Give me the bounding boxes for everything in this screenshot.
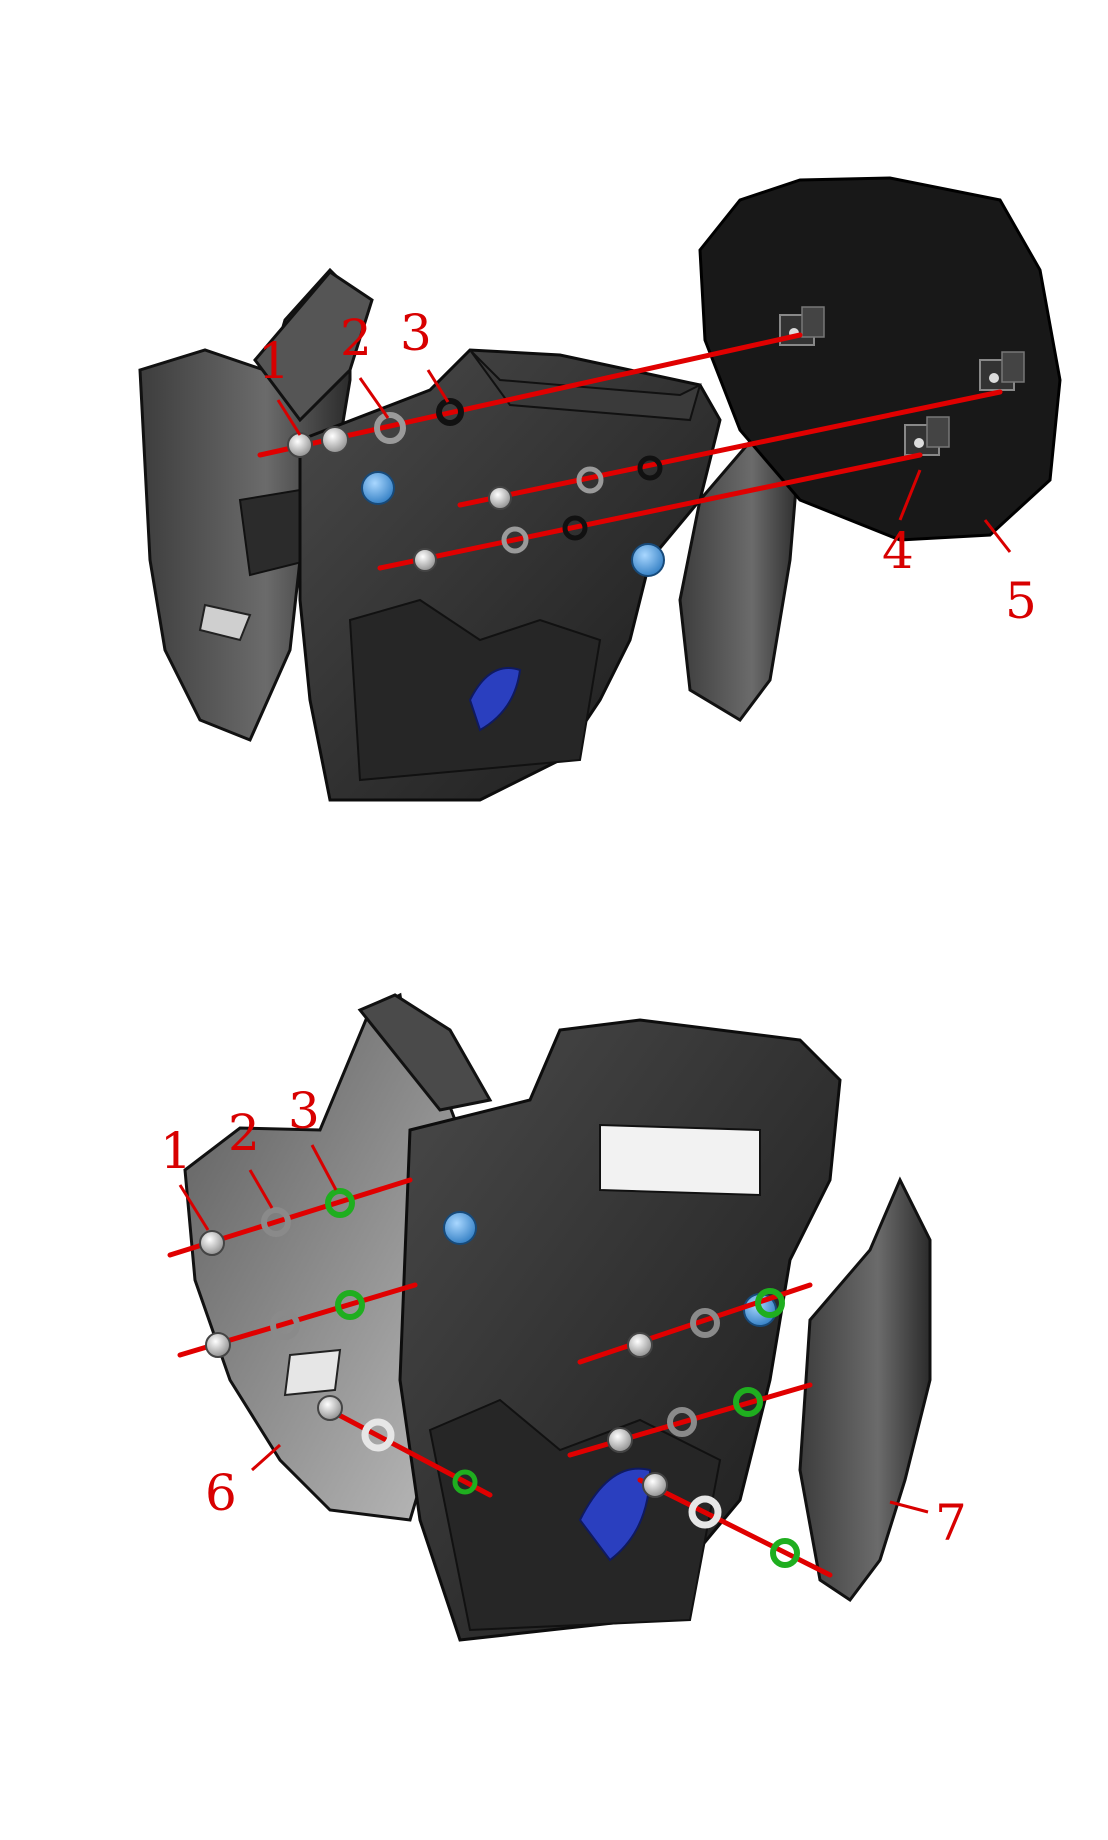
blue-cable	[468, 667, 522, 732]
bolt-icon	[199, 1230, 225, 1256]
bolt-icon	[321, 426, 349, 454]
frame-inner-channel-lower	[428, 1398, 722, 1632]
washer-icon	[667, 1407, 697, 1437]
washer-icon	[335, 1290, 365, 1320]
left-fairing-tab	[198, 603, 252, 642]
washer-icon	[733, 1387, 763, 1417]
bolt-icon	[413, 548, 437, 572]
right-fairing-shell-lower	[798, 1176, 932, 1603]
callout-7: 7	[935, 1494, 967, 1552]
washer-icon	[436, 398, 464, 426]
callout-2: 2	[228, 1104, 260, 1162]
washer-icon	[755, 1288, 785, 1318]
callout-3: 3	[288, 1082, 320, 1140]
bolt-icon	[317, 1395, 343, 1421]
washer-icon	[562, 515, 588, 541]
washer-icon	[374, 412, 406, 444]
guide-lines-top	[257, 332, 1003, 571]
washer-icon	[325, 1188, 355, 1218]
washer-icon	[261, 1207, 291, 1237]
left-fairing-fin	[253, 270, 374, 423]
bolt-icon	[287, 432, 313, 458]
bottom-panel: 1 2 3 6 7	[160, 992, 967, 1642]
knob-icon	[361, 471, 395, 505]
callouts-bottom: 1 2 3 6 7	[160, 1082, 967, 1552]
callout-4: 4	[882, 522, 914, 580]
washer-icon	[270, 1310, 300, 1340]
bolt-icon	[488, 486, 512, 510]
clip-nut-icon	[979, 351, 1025, 391]
washer-icon	[688, 1495, 722, 1529]
frame-top-handle	[469, 349, 702, 422]
washer-icon	[637, 455, 663, 481]
callout-3: 3	[400, 304, 432, 362]
callout-2: 2	[340, 309, 372, 367]
left-fairing-clip-lower	[283, 1348, 342, 1397]
washer-icon	[501, 526, 529, 554]
cover-panel	[698, 176, 1062, 542]
knob-icon	[631, 543, 665, 577]
washer-icon	[576, 466, 604, 494]
left-fairing-fin-lower	[357, 993, 493, 1112]
callout-1: 1	[258, 332, 290, 390]
top-panel: 1 2 3 4 5	[138, 176, 1062, 802]
callouts-top: 1 2 3 4 5	[258, 304, 1037, 630]
washer-icon	[770, 1538, 800, 1568]
callout-5: 5	[1005, 572, 1037, 630]
callout-6: 6	[205, 1464, 237, 1522]
washer-icon	[452, 1469, 478, 1495]
frame-window-lower	[599, 1123, 761, 1197]
washer-icon	[690, 1308, 720, 1338]
bolt-icon	[205, 1332, 231, 1358]
bolt-icon	[627, 1332, 653, 1358]
callout-1: 1	[160, 1122, 192, 1180]
washer-icon	[361, 1418, 395, 1452]
blue-cable-lower	[578, 1467, 652, 1562]
knob-icon	[443, 1211, 477, 1245]
bolt-icon	[642, 1472, 668, 1498]
bolt-icon	[607, 1427, 633, 1453]
